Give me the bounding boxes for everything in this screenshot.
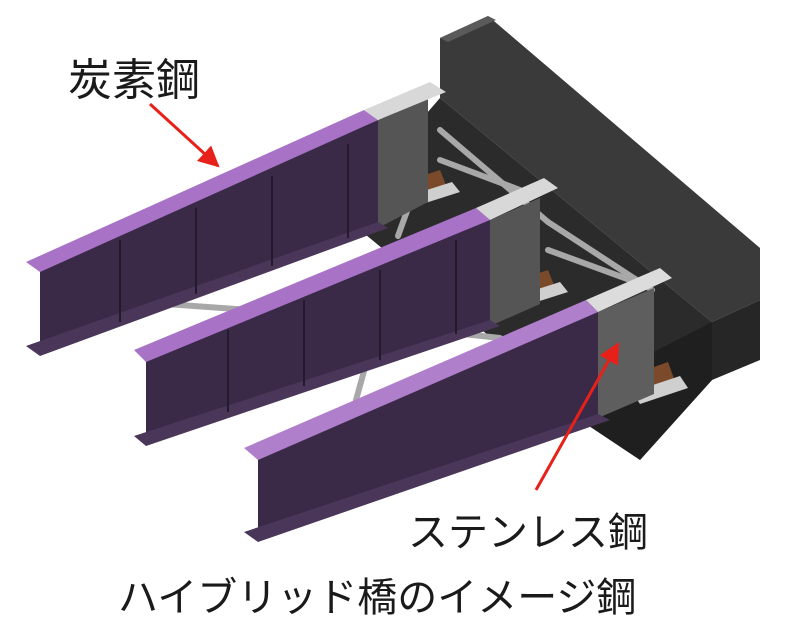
girder-2-bottom-flange (134, 320, 500, 446)
girder-3-bottom-flange (244, 414, 610, 542)
girder-2-web-stainless (490, 198, 540, 326)
girder-3-web-stainless (598, 288, 654, 418)
girder-1 (26, 82, 446, 356)
stainless-steel-label: ステンレス鋼 (408, 510, 648, 556)
diagram-caption: ハイブリッド橋のイメージ鋼 (118, 575, 637, 621)
abutment-back-wall (440, 16, 760, 322)
arrow-carbon-steel (148, 102, 220, 168)
girder-3-top-flange-carbon (244, 300, 598, 460)
girder-1-top-flange-carbon (26, 110, 378, 272)
abutment-back-top (440, 16, 496, 42)
girder-3-top-flange-stainless (586, 268, 672, 312)
girder-3-web-carbon (258, 312, 598, 536)
girder-2-top-flange-carbon (134, 208, 490, 362)
girder-3 (244, 268, 672, 542)
abutment-right-face (712, 300, 760, 380)
girder-1-web-stainless (378, 98, 428, 228)
girder-2-web-carbon (146, 220, 490, 440)
arrow-stainless-steel (534, 342, 620, 491)
girder-2 (134, 178, 558, 446)
girder-1-web-carbon (40, 120, 378, 350)
stiffeners (119, 144, 457, 412)
carbon-steel-label: 炭素鋼 (68, 55, 200, 106)
brace-rear-2 (545, 219, 655, 293)
girder-1-top-flange-stainless (364, 82, 446, 120)
brace-rear-diag-1 (437, 157, 523, 193)
brace-rear-diag-2 (545, 247, 633, 283)
girder-2-top-flange-stainless (476, 178, 558, 220)
girder-1-bottom-flange (26, 222, 388, 356)
